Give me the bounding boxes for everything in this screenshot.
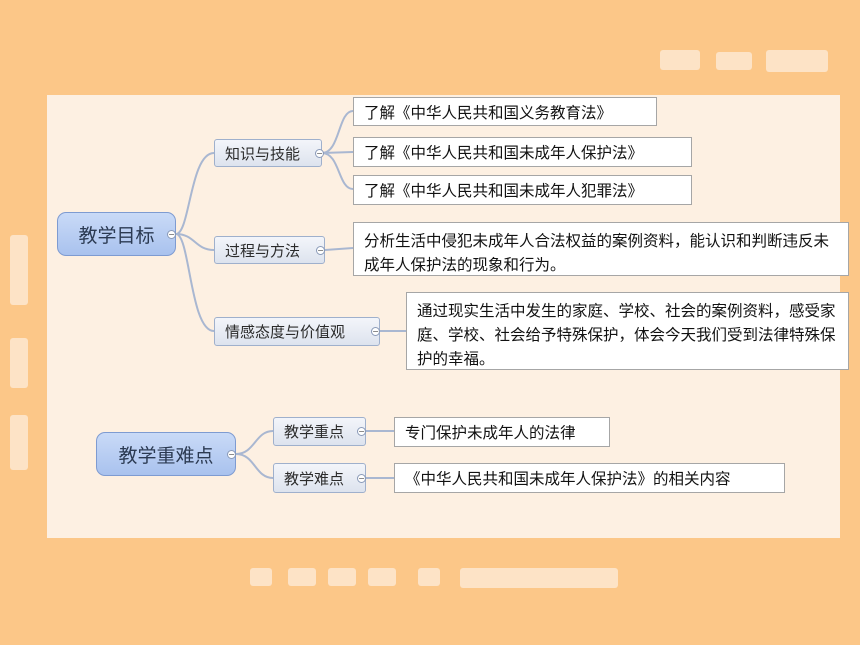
decor-block: [10, 415, 28, 470]
branch-knowledge-skills[interactable]: 知识与技能: [214, 139, 322, 167]
leaf-case-analysis[interactable]: 分析生活中侵犯未成年人合法权益的案例资料，能认识和判断违反未成年人保护法的现象和…: [353, 222, 849, 276]
leaf-text: 专门保护未成年人的法律: [405, 424, 576, 442]
root-node-teaching-goals[interactable]: 教学目标: [57, 212, 176, 256]
collapse-icon[interactable]: −: [167, 230, 176, 239]
collapse-icon[interactable]: −: [315, 149, 324, 158]
leaf-dedicated-laws[interactable]: 专门保护未成年人的法律: [394, 417, 610, 447]
decor-block: [328, 568, 356, 586]
branch-label: 过程与方法: [225, 241, 301, 260]
collapse-icon[interactable]: −: [316, 246, 325, 255]
leaf-special-protection[interactable]: 通过现实生活中发生的家庭、学校、社会的案例资料，感受家庭、学校、社会给予特殊保护…: [406, 292, 849, 370]
root-node-label: 教学目标: [78, 224, 155, 247]
branch-attitudes-values[interactable]: 情感态度与价值观: [214, 317, 380, 346]
leaf-text: 分析生活中侵犯未成年人合法权益的案例资料，能认识和判断违反未成年人保护法的现象和…: [364, 232, 830, 274]
leaf-text: 了解《中华人民共和国义务教育法》: [364, 103, 613, 122]
decor-block: [766, 50, 828, 72]
leaf-text: 了解《中华人民共和国未成年人犯罪法》: [364, 182, 644, 200]
leaf-protection-law-content[interactable]: 《中华人民共和国未成年人保护法》的相关内容: [394, 463, 785, 493]
decor-block: [716, 52, 752, 70]
leaf-text: 通过现实生活中发生的家庭、学校、社会的案例资料，感受家庭、学校、社会给予特殊保护…: [417, 302, 836, 368]
leaf-text: 《中华人民共和国未成年人保护法》的相关内容: [405, 470, 731, 488]
leaf-compulsory-education-law[interactable]: 了解《中华人民共和国义务教育法》: [353, 97, 657, 126]
collapse-icon[interactable]: −: [227, 450, 236, 459]
root-node-label: 教学重难点: [118, 444, 214, 467]
collapse-icon[interactable]: −: [357, 427, 366, 436]
leaf-minor-protection-law[interactable]: 了解《中华人民共和国未成年人保护法》: [353, 137, 692, 167]
decor-block: [288, 568, 316, 586]
decor-block: [368, 568, 396, 586]
branch-key-point[interactable]: 教学重点: [273, 417, 366, 446]
collapse-icon[interactable]: −: [357, 474, 366, 483]
branch-label: 教学重点: [284, 423, 345, 441]
leaf-juvenile-crime-law[interactable]: 了解《中华人民共和国未成年人犯罪法》: [353, 175, 692, 205]
leaf-text: 了解《中华人民共和国未成年人保护法》: [364, 144, 644, 162]
decor-block: [418, 568, 440, 586]
branch-label: 知识与技能: [225, 144, 301, 163]
decor-block: [660, 50, 700, 70]
branch-process-methods[interactable]: 过程与方法: [214, 236, 325, 264]
branch-label: 教学难点: [284, 469, 345, 488]
collapse-icon[interactable]: −: [371, 327, 380, 336]
decor-block: [10, 235, 28, 305]
decor-block: [10, 338, 28, 388]
branch-difficult-point[interactable]: 教学难点: [273, 463, 366, 493]
branch-label: 情感态度与价值观: [225, 323, 346, 341]
root-node-key-difficult-points[interactable]: 教学重难点: [96, 432, 236, 476]
decor-block: [250, 568, 272, 586]
decor-block: [460, 568, 618, 588]
